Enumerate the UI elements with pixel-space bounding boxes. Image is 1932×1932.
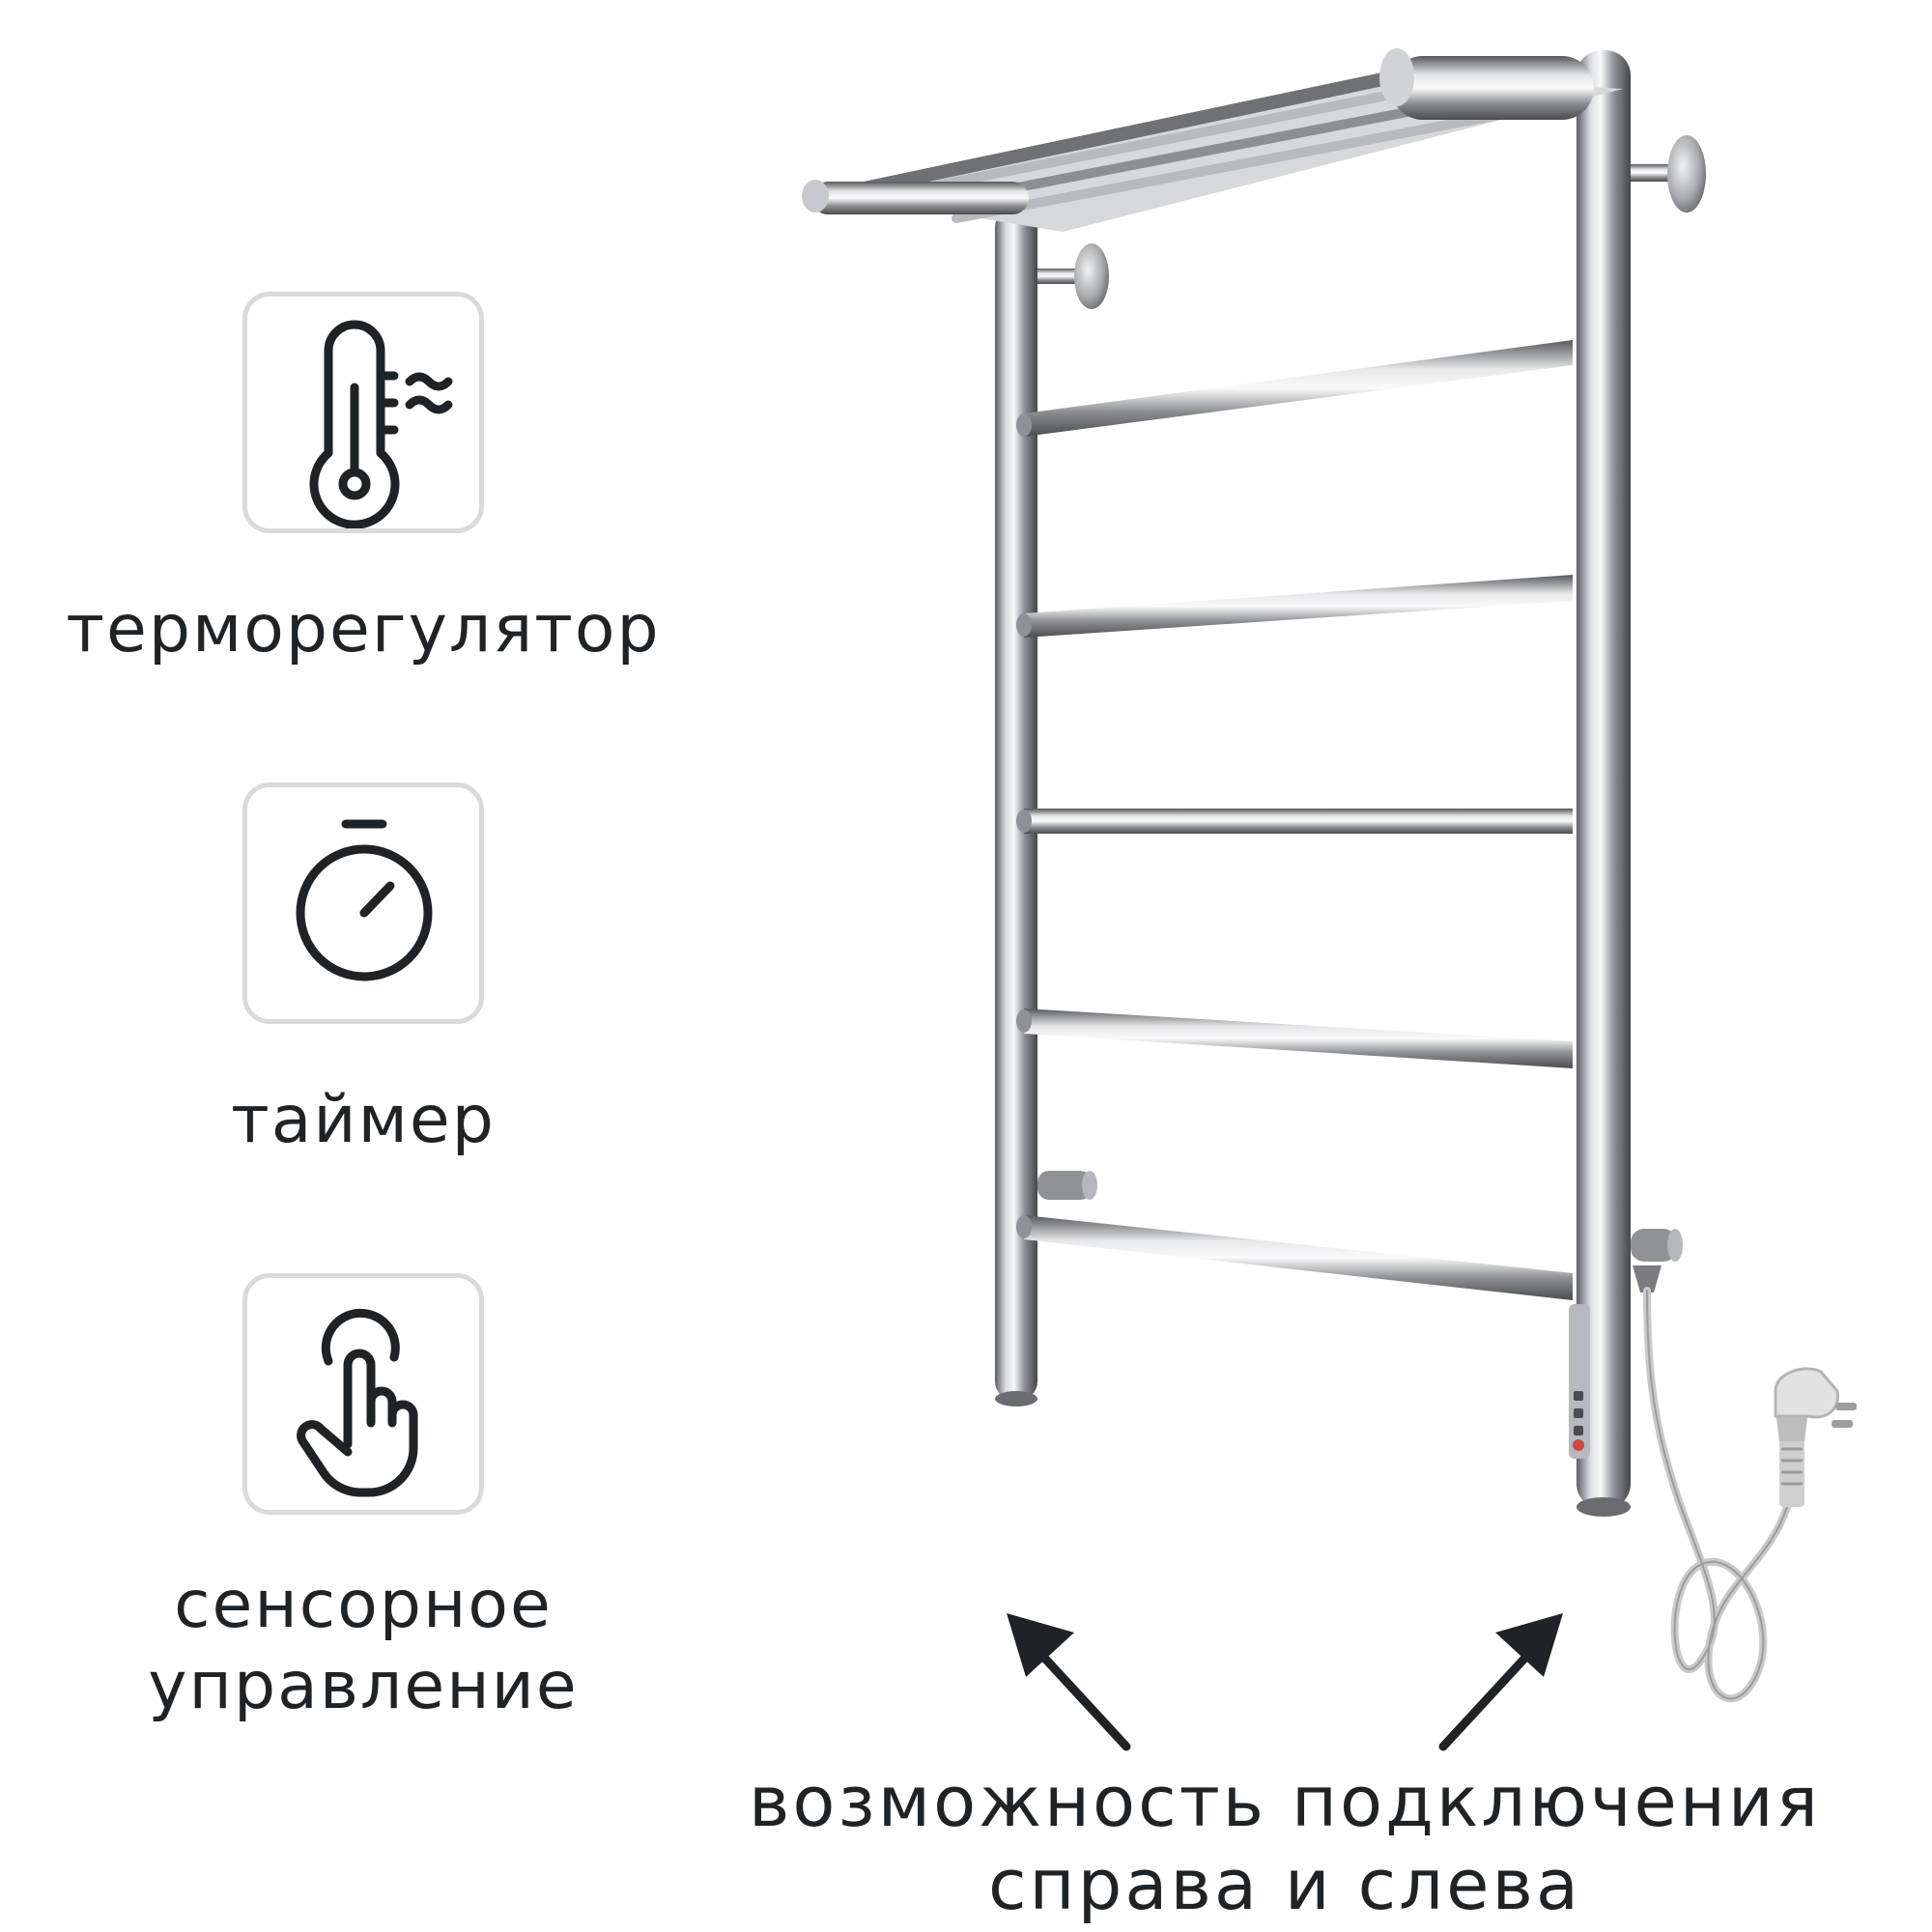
crossbar-2 — [1016, 575, 1573, 638]
touch-control-feature-card — [242, 1273, 484, 1515]
power-plug — [1774, 1367, 1857, 1507]
control-panel — [1569, 1304, 1590, 1459]
wall-mount-left — [1037, 243, 1109, 309]
crossbar-4 — [1016, 1009, 1573, 1068]
left-post — [995, 208, 1037, 1406]
stopwatch-icon — [296, 819, 433, 981]
power-cable — [1643, 1287, 1791, 1703]
right-post — [1577, 50, 1631, 1517]
crossbar-1 — [1016, 340, 1573, 437]
touch-hand-icon — [297, 1308, 418, 1497]
left-connector-stub — [1037, 1171, 1097, 1200]
timer-label: таймер — [231, 1082, 496, 1158]
thermometer-icon — [309, 320, 453, 528]
crossbar-5 — [1016, 1215, 1573, 1300]
touch-control-label-line1: сенсорное — [174, 1567, 553, 1643]
crossbar-3 — [1016, 809, 1573, 834]
thermostat-feature-card — [242, 292, 484, 533]
top-shelf — [802, 48, 1623, 232]
connection-caption-line1: возможность подключения — [748, 1761, 1821, 1842]
arrow-up-right-icon — [1438, 1613, 1563, 1751]
touch-control-label-line2: управление — [148, 1648, 579, 1724]
wall-mount-right — [1631, 135, 1706, 213]
arrow-up-left-icon — [1007, 1613, 1131, 1751]
right-connector-stub — [1631, 1229, 1683, 1293]
timer-feature-card — [242, 782, 484, 1024]
connection-caption-line2: справа и слева — [987, 1844, 1582, 1925]
thermostat-label: терморегулятор — [66, 591, 661, 668]
